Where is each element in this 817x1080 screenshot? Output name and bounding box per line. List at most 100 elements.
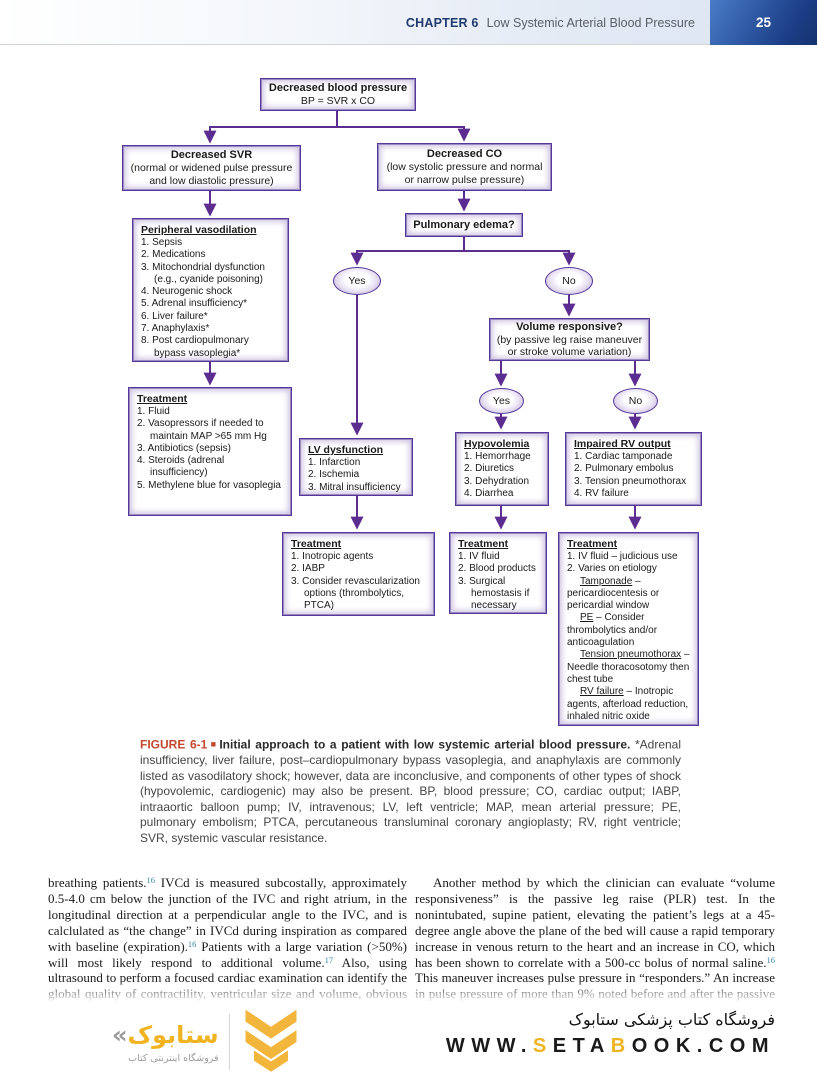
etiology-text: – Inotropic agents, afterload reduction,… xyxy=(567,686,689,722)
node-treatment-lv: Treatment 1. Inotropic agents 2. IABP 3.… xyxy=(282,532,435,616)
node-no-pulmonary-edema: No xyxy=(545,267,593,295)
node-title: Treatment xyxy=(137,393,188,405)
page-number: 25 xyxy=(755,15,772,30)
page-number-badge: 25 xyxy=(710,0,817,45)
node-volume-responsive: Volume responsive? (by passive leg raise… xyxy=(489,318,650,361)
node-pulmonary-edema: Pulmonary edema? xyxy=(405,213,523,237)
node-title: Peripheral vasodilation xyxy=(141,224,257,236)
etiology-term: Tamponade xyxy=(580,575,633,587)
list-item: 5. Adrenal insufficiency* xyxy=(141,298,247,310)
oval-label: Yes xyxy=(348,275,366,287)
list-item: 3. Dehydration xyxy=(464,475,530,487)
node-subtitle: or stroke volume variation) xyxy=(507,346,632,358)
figure-6-1-flowchart: Decreased blood pressure BP = SVR x CO D… xyxy=(0,45,817,745)
logo-divider xyxy=(228,1014,231,1070)
watermark-footer: «ستابوک فروشگاه اینترنتی کتاب فروشگاه کت… xyxy=(0,1005,817,1080)
list-item: 1. Infarction xyxy=(308,457,361,468)
list-item: 5. Methylene blue for vasoplegia xyxy=(137,479,281,491)
node-treatment-svr: Treatment 1. Fluid 2. Vasopressors if ne… xyxy=(128,387,292,516)
list-item: 3. Mitral insufficiency xyxy=(308,481,401,493)
figure-caption: FIGURE 6-1■Initial approach to a patient… xyxy=(140,737,681,847)
reference-superscript: 16 xyxy=(766,954,776,965)
node-peripheral-vasodilation: Peripheral vasodilation 1. Sepsis 2. Med… xyxy=(132,218,289,362)
etiology-term: RV failure xyxy=(580,686,624,698)
etiology-term: Tension pneumothorax xyxy=(580,649,682,661)
list-item: 1. IV fluid xyxy=(458,551,500,562)
store-info: فروشگاه کتاب پزشکی ستابوک WWW.SETABOOK.C… xyxy=(446,1010,775,1058)
list-item: 1. Fluid xyxy=(137,406,170,417)
node-yes-volume-responsive: Yes xyxy=(479,388,524,414)
url-part-gold: B xyxy=(610,1035,632,1057)
list-item: 2. Vasopressors if needed to maintain MA… xyxy=(137,418,267,442)
etiology-text: – Consider thrombolytics and/or anticoag… xyxy=(567,612,658,649)
node-subtitle: (by passive leg raise maneuver xyxy=(496,333,643,346)
page-cutoff-fade xyxy=(0,981,817,1007)
logo-wordmark: «ستابوک فروشگاه اینترنتی کتاب xyxy=(112,1021,219,1064)
page-header: CHAPTER 6 Low Systemic Arterial Blood Pr… xyxy=(0,0,817,45)
list-item: 3. Mitochondrial dysfunction (e.g., cyan… xyxy=(141,261,265,285)
node-subtitle: (normal or widened pulse pressure xyxy=(130,162,293,174)
list-item: 2. Medications xyxy=(141,249,206,261)
node-decreased-co: Decreased CO (low systolic pressure and … xyxy=(377,143,552,191)
url-part: OOK.COM xyxy=(631,1035,775,1057)
list-item: 1. IV fluid – judicious use xyxy=(567,551,678,562)
list-item: 4. Steroids (adrenal insufficiency) xyxy=(137,455,225,479)
node-treatment-hypovolemia: Treatment 1. IV fluid 2. Blood products … xyxy=(449,532,547,614)
flowchart-connectors xyxy=(203,110,642,530)
list-item: 1. Inotropic agents xyxy=(291,551,374,562)
etiology-entry: Tension pneumothorax – Needle thoracosot… xyxy=(567,649,691,686)
etiology-text: – Needle thoracosotomy then chest tube xyxy=(567,649,690,685)
node-title: Pulmonary edema? xyxy=(413,218,515,231)
setabook-logo: «ستابوک فروشگاه اینترنتی کتاب xyxy=(112,1008,302,1076)
figure-caption-bold: Initial approach to a patient with low s… xyxy=(219,737,631,752)
node-title: Treatment xyxy=(291,538,342,550)
node-subtitle: or narrow pulse pressure) xyxy=(404,173,525,186)
etiology-term: PE xyxy=(580,612,594,624)
body-text-run: Patients with a large variation (>50%) w… xyxy=(48,938,407,970)
logo-subtext: فروشگاه اینترنتی کتاب xyxy=(128,1052,219,1064)
node-title: Decreased CO xyxy=(426,148,503,160)
list-item: 3. Surgical hemostasis if necessary xyxy=(458,575,530,612)
node-title: LV dysfunction xyxy=(308,444,384,456)
body-text-run: IVCd is measured subcostally, approximat… xyxy=(48,875,408,954)
node-treatment-rv: Treatment 1. IV fluid – judicious use 2.… xyxy=(558,532,699,726)
url-part: WWW. xyxy=(445,1035,533,1057)
node-subtitle: BP = SVR x CO xyxy=(300,94,376,107)
node-title: Decreased SVR xyxy=(170,149,253,161)
list-item: 7. Anaphylaxis* xyxy=(141,323,210,335)
oval-label: Yes xyxy=(492,395,511,407)
reference-superscript: 16 xyxy=(187,938,197,949)
etiology-entry: Tamponade – pericardiocentesis or perica… xyxy=(567,576,691,613)
list-item: 2. Diuretics xyxy=(464,463,515,475)
oval-label: No xyxy=(628,395,643,407)
list-item: 3. Antibiotics (sepsis) xyxy=(137,442,231,454)
etiology-entry: RV failure – Inotropic agents, afterload… xyxy=(567,686,691,723)
list-item: 1. Sepsis xyxy=(141,237,183,248)
guillemet-icon: « xyxy=(112,1020,128,1049)
body-text: breathing patients.16 IVCd is measured s… xyxy=(0,875,817,1007)
store-url[interactable]: WWW.SETABOOK.COM xyxy=(446,1035,775,1058)
list-item: 2. IABP xyxy=(291,563,325,575)
list-item: 2. Varies on etiology xyxy=(567,563,657,575)
node-subtitle: and low diastolic pressure) xyxy=(149,174,274,187)
list-item: 3. Tension pneumothorax xyxy=(574,475,687,487)
chevrons-icon xyxy=(245,1009,297,1072)
list-item: 8. Post cardiopulmonary bypass vasoplegi… xyxy=(141,335,249,359)
list-item: 2. Blood products xyxy=(458,563,536,575)
node-decreased-svr: Decreased SVR (normal or widened pulse p… xyxy=(122,145,301,191)
node-lv-dysfunction: LV dysfunction 1. Infarction 2. Ischemia… xyxy=(299,438,413,496)
node-title: Decreased blood pressure xyxy=(268,81,408,94)
node-subtitle: (low systolic pressure and normal xyxy=(386,161,543,173)
node-yes-pulmonary-edema: Yes xyxy=(333,267,381,295)
list-item: 1. Cardiac tamponade xyxy=(574,451,673,462)
reference-superscript: 16 xyxy=(146,875,156,885)
chapter-title: Low Systemic Arterial Blood Pressure xyxy=(486,15,695,30)
list-item: 6. Liver failure* xyxy=(141,310,208,322)
url-part: ETA xyxy=(552,1035,611,1057)
list-item: 2. Pulmonary embolus xyxy=(574,463,674,475)
node-no-volume-responsive: No xyxy=(613,388,658,414)
oval-label: No xyxy=(562,275,576,287)
body-text-run: breathing patients. xyxy=(48,875,147,890)
node-title: Treatment xyxy=(458,538,509,550)
